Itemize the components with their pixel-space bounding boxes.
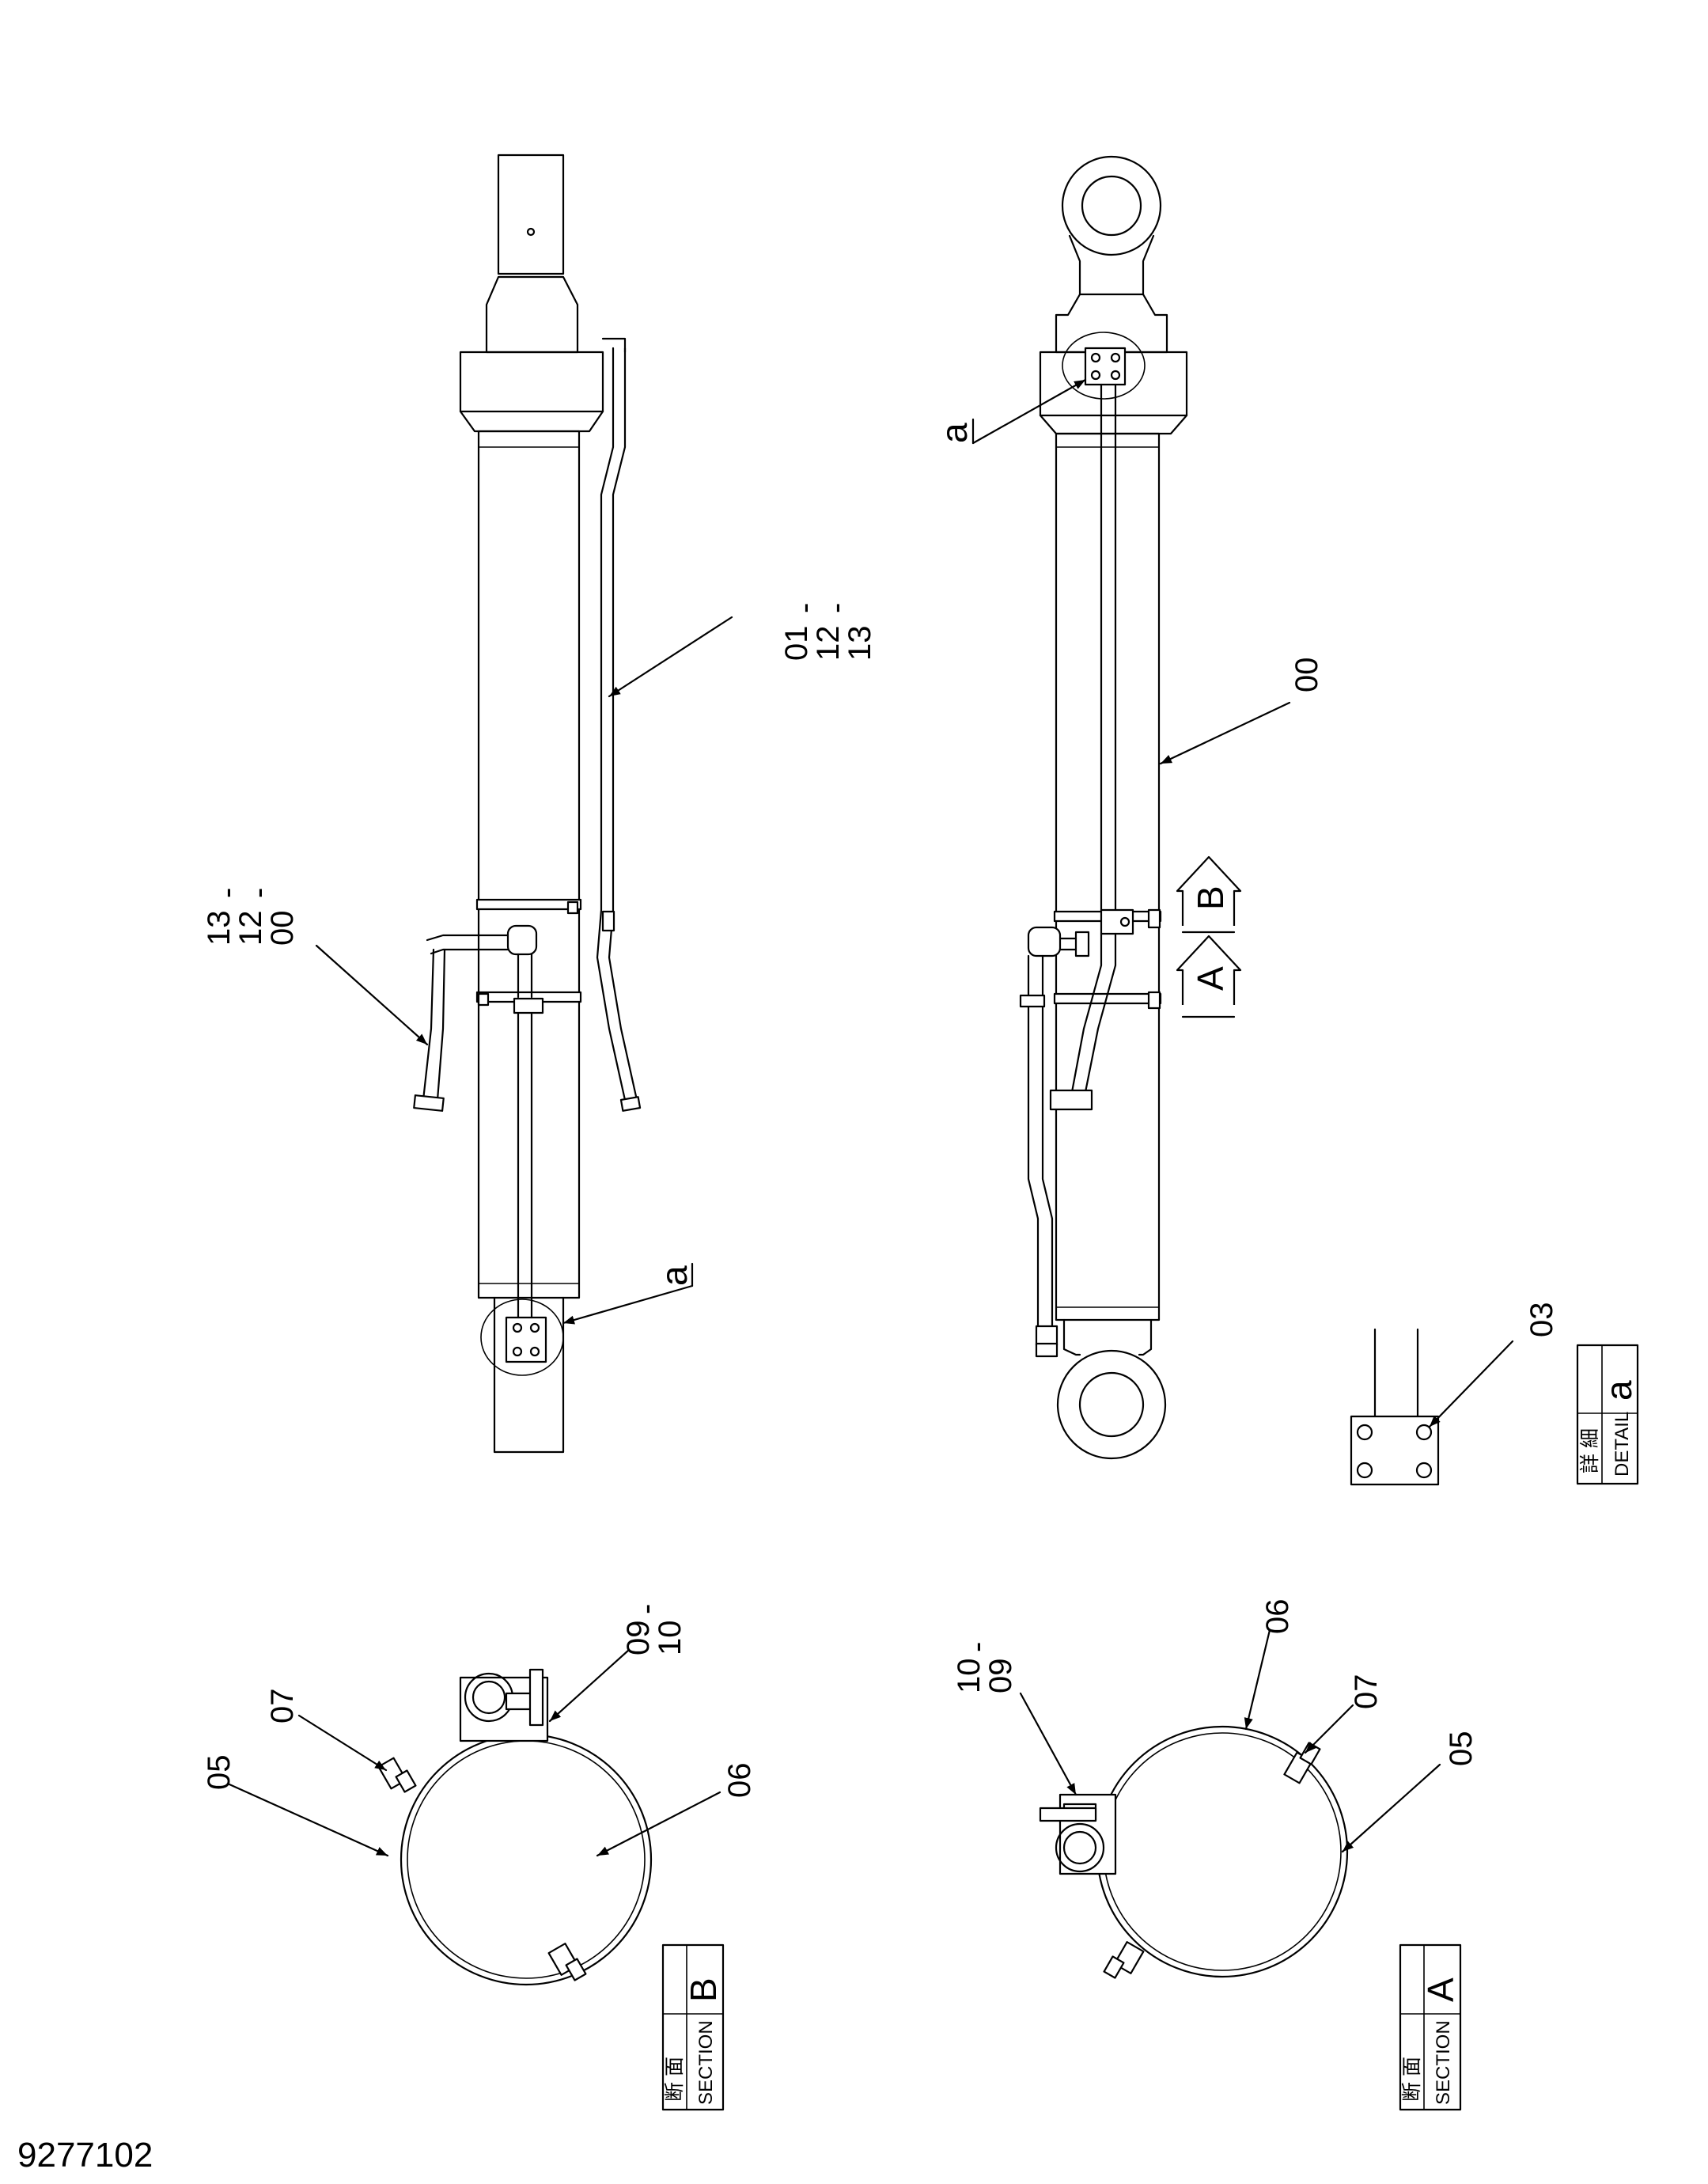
callout-dash: - — [819, 603, 854, 613]
drawing-number: 9277102 — [17, 2136, 153, 2175]
detail-title-letter: a — [1598, 1380, 1639, 1401]
callout-13: 13 — [843, 626, 877, 662]
section-a-callout-10: 10 — [952, 1659, 987, 1694]
section-a-title-letter: A — [1420, 1977, 1461, 2002]
section-b-title-jp: 断 面 — [664, 2057, 686, 2102]
detail-title-jp: 詳 細 — [1579, 1428, 1601, 1473]
callout-00-cylinder: 00 — [1290, 658, 1324, 693]
section-b: 05 07 09 - 10 06 断 面 SECTION B — [202, 1604, 757, 2111]
section-b-title-en: SECTION — [695, 2020, 717, 2105]
section-arrow-b-letter: B — [1190, 885, 1231, 910]
detail-marker-a-right: a — [934, 423, 975, 443]
section-b-callout-10: 10 — [653, 1621, 687, 1656]
callout-12: 12 — [811, 626, 846, 662]
section-a-title-jp: 断 面 — [1401, 2057, 1423, 2102]
section-a-callout-06: 06 — [1260, 1599, 1295, 1635]
section-a-title-en: SECTION — [1433, 2020, 1454, 2105]
section-b-callout-09: 09 — [621, 1621, 656, 1656]
section-b-title-letter: B — [683, 1977, 724, 2002]
callout-13: 13 — [202, 911, 237, 946]
callout-dash: - — [787, 603, 822, 613]
callout-dash: - — [241, 888, 276, 898]
section-a: 10 - 09 06 07 05 断 面 SECTION A — [952, 1599, 1479, 2111]
section-arrow-b: B — [1176, 855, 1242, 934]
cylinder-side-view-left — [413, 154, 642, 1454]
section-a-callout-09: 09 — [983, 1659, 1018, 1694]
cylinder-top-view-right — [1019, 155, 1188, 1460]
callout-03: 03 — [1524, 1302, 1559, 1338]
section-a-callout-dash: - — [960, 1642, 994, 1652]
callout-01: 01 — [779, 626, 814, 662]
section-b-callout-dash: - — [629, 1604, 664, 1614]
section-b-callout-07: 07 — [265, 1689, 300, 1724]
detail-title-en: DETAIL — [1611, 1412, 1633, 1477]
section-arrow-a-letter: A — [1190, 966, 1231, 991]
callout-12: 12 — [233, 911, 268, 946]
section-arrow-a: A — [1176, 935, 1242, 1018]
section-b-callout-05: 05 — [202, 1755, 237, 1791]
callout-dash: - — [210, 888, 244, 898]
detail-a: 03 詳 細 DETAIL a — [1350, 1302, 1639, 1486]
section-a-callout-07: 07 — [1349, 1674, 1384, 1710]
section-a-callout-05: 05 — [1444, 1731, 1479, 1767]
callout-00: 00 — [265, 911, 300, 946]
section-b-callout-06: 06 — [722, 1763, 757, 1799]
right-view-callouts: 00 a B A — [934, 378, 1324, 1018]
left-view-callouts: 01 - 12 - 13 13 - 12 - 00 — [202, 603, 877, 1325]
detail-marker-a-left: a — [653, 1265, 695, 1286]
